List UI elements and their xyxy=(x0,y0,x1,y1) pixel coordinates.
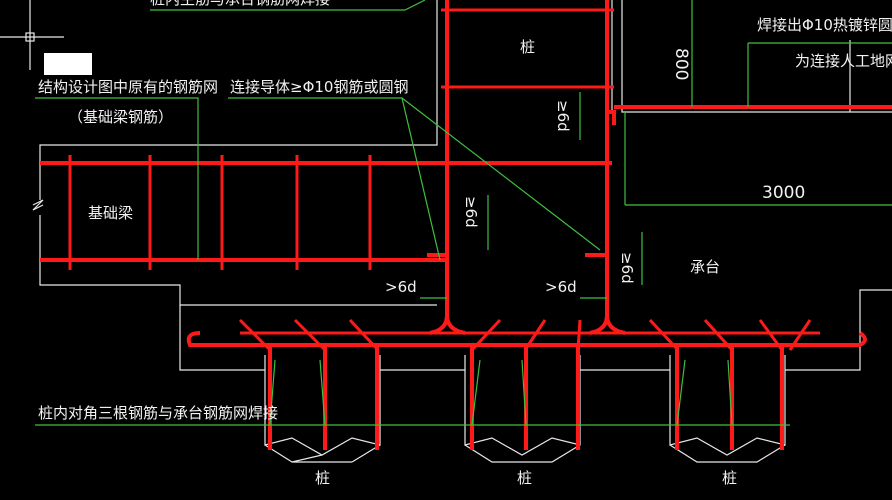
existing-mesh-label: 结构设计图中原有的钢筋网 xyxy=(38,78,218,96)
top-cut-label: 桩内主筋与承台钢筋网焊接 xyxy=(150,0,330,8)
cap-rebar xyxy=(186,318,867,450)
pile-label-3: 桩 xyxy=(722,469,737,487)
highlight-box xyxy=(44,53,92,75)
ge6d-right: >6d xyxy=(545,278,577,296)
connect-ground-label: 为连接人工地网 xyxy=(795,52,892,70)
dim-3000: 3000 xyxy=(762,183,805,203)
pile-weld-label: 桩内对角三根钢筋与承台钢筋网焊接 xyxy=(38,404,278,422)
pile-label-1: 桩 xyxy=(315,469,330,487)
crosshair-cursor xyxy=(0,0,64,70)
conductor-label: 连接导体≥Φ10钢筋或圆钢 xyxy=(230,78,408,96)
beam-rebar xyxy=(40,155,612,270)
pile-label-2: 桩 xyxy=(517,469,532,487)
beam-label: 基础梁 xyxy=(88,204,133,222)
ge6d-vertical-2: ≥6d xyxy=(462,196,480,228)
dim-800: 800 xyxy=(671,48,691,80)
column-rebar xyxy=(427,0,892,335)
ge6d-left: >6d xyxy=(385,278,417,296)
piles xyxy=(264,355,786,463)
leader-lines xyxy=(35,0,892,426)
ge6d-vertical-3: ≥6d xyxy=(618,252,636,284)
ge6d-vertical-1: ≥6d xyxy=(554,100,572,132)
beam-rebar-label: （基础梁钢筋） xyxy=(68,108,173,126)
weld-out-label: 焊接出Φ10热镀锌圆钢 xyxy=(757,16,892,34)
cap-label: 承台 xyxy=(690,258,720,276)
pile-top-label: 桩 xyxy=(520,38,535,56)
